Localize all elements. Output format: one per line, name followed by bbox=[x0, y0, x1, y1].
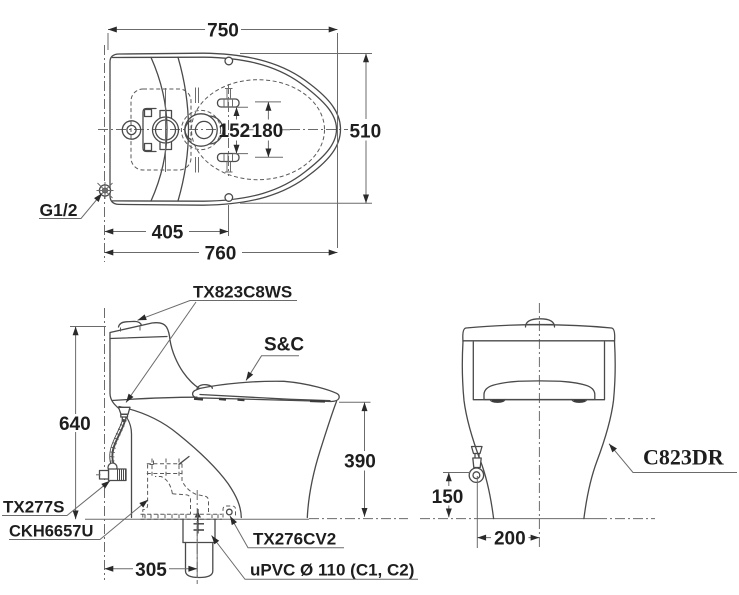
svg-text:640: 640 bbox=[59, 414, 91, 435]
svg-text:760: 760 bbox=[205, 244, 237, 265]
svg-text:305: 305 bbox=[135, 560, 167, 581]
svg-text:390: 390 bbox=[344, 452, 376, 473]
svg-text:750: 750 bbox=[207, 20, 239, 41]
svg-text:CKH6657U: CKH6657U bbox=[9, 523, 93, 541]
svg-text:TX823C8WS: TX823C8WS bbox=[193, 283, 292, 302]
svg-text:200: 200 bbox=[494, 529, 526, 550]
svg-text:180: 180 bbox=[252, 121, 284, 142]
svg-text:405: 405 bbox=[152, 222, 184, 243]
svg-text:TX277S: TX277S bbox=[3, 498, 64, 517]
svg-text:uPVC Ø 110 (C1, C2): uPVC Ø 110 (C1, C2) bbox=[250, 561, 414, 580]
svg-text:TX276CV2: TX276CV2 bbox=[253, 530, 336, 549]
svg-text:G1/2: G1/2 bbox=[40, 200, 78, 220]
svg-text:C823DR: C823DR bbox=[643, 445, 725, 470]
svg-text:150: 150 bbox=[432, 487, 464, 508]
svg-text:152: 152 bbox=[219, 121, 251, 142]
svg-text:510: 510 bbox=[349, 122, 381, 143]
svg-text:S&C: S&C bbox=[264, 335, 304, 356]
